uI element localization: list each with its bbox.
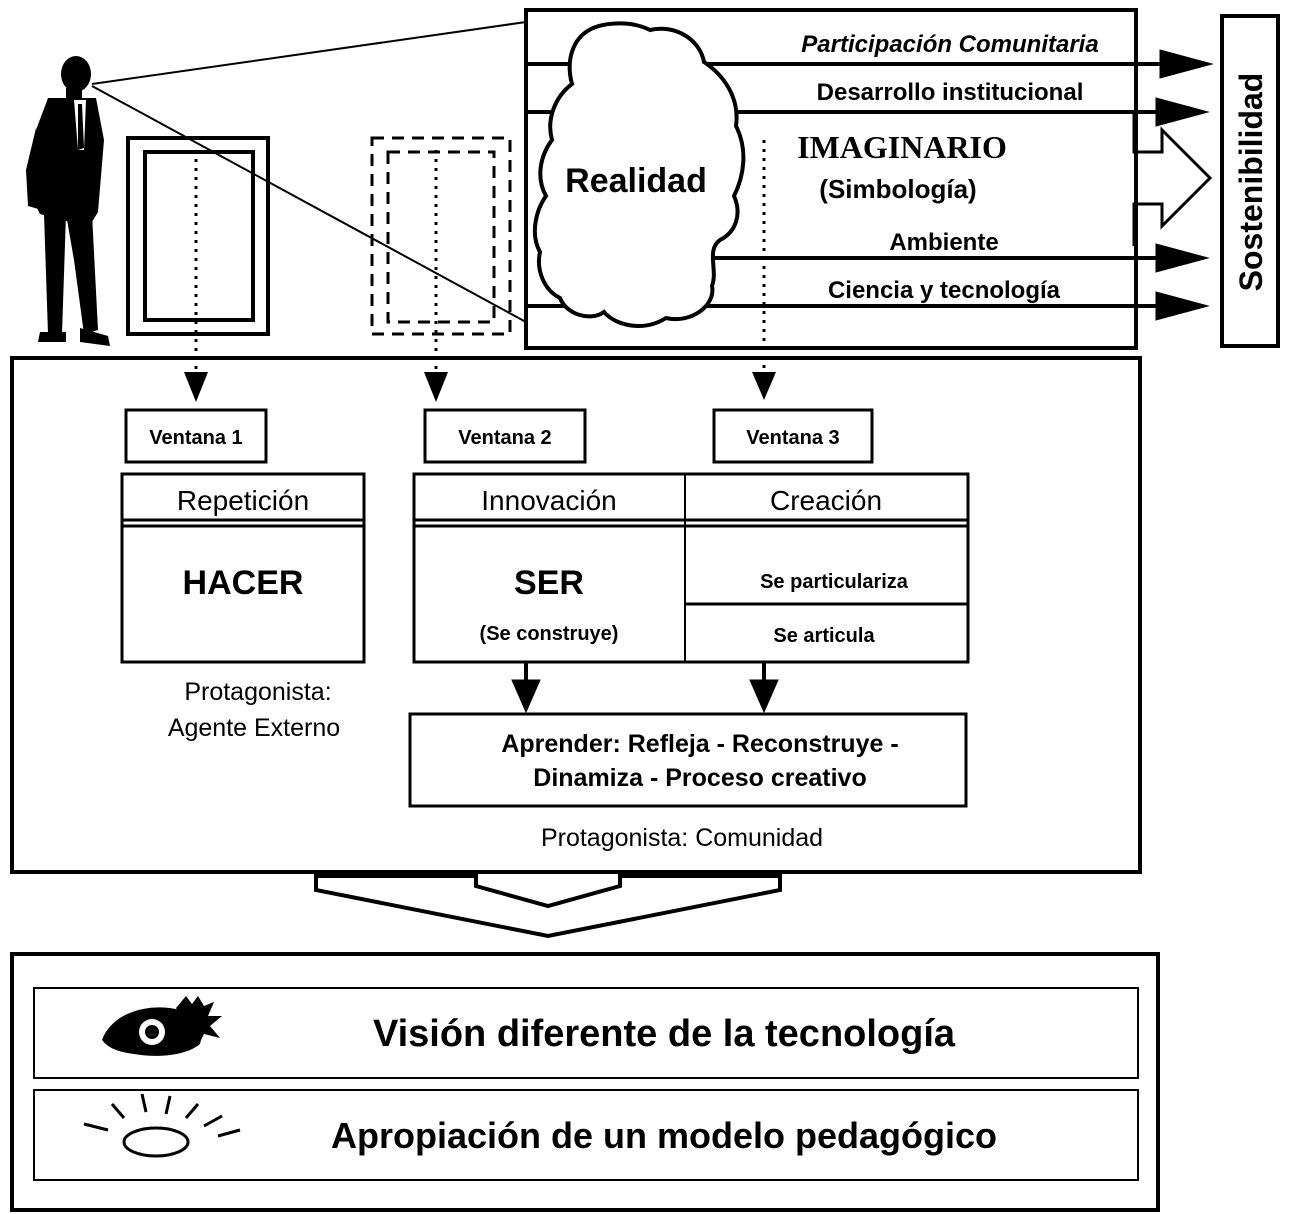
- stream-ciencia: Ciencia y tecnología: [828, 277, 1061, 304]
- hacer-label: HACER: [183, 564, 304, 602]
- repeticion-title: Repetición: [177, 485, 309, 516]
- sight-line-top: [91, 21, 527, 85]
- ventana-2-box: [423, 408, 587, 464]
- ventana-3-label: Ventana 3: [746, 427, 839, 449]
- outcome-2-label: Apropiación de un modelo pedagógico: [331, 1115, 997, 1156]
- light-bulb-icon: [83, 1093, 241, 1158]
- aprender-box: [408, 712, 968, 808]
- ventana-1-box: [124, 408, 268, 464]
- aprender-line2: Dinamiza - Proceso creativo: [533, 764, 866, 792]
- imaginario-label: IMAGINARIO: [797, 129, 1007, 165]
- eye-hand-icon: [102, 996, 222, 1056]
- stream-participacion: Participación Comunitaria: [801, 31, 1098, 58]
- protagonista-externo-line2: Agente Externo: [168, 714, 340, 742]
- windows-panel: [10, 356, 1142, 874]
- arrow-down-icon: [424, 372, 448, 402]
- sostenibilidad-box: [1220, 14, 1280, 348]
- arrows-to-aprender: [511, 662, 779, 714]
- outcome-1-label: Visión diferente de la tecnología: [373, 1013, 956, 1055]
- sostenibilidad-arrow-icon: [1132, 112, 1213, 246]
- realidad-label: Realidad: [565, 162, 707, 200]
- stream-desarrollo: Desarrollo institucional: [817, 79, 1084, 106]
- protagonista-externo-line1: Protagonista:: [184, 678, 331, 706]
- sostenibilidad-label: Sostenibilidad: [1233, 73, 1269, 292]
- se-construye-label: (Se construye): [480, 623, 619, 645]
- ventana-3-box: [712, 408, 874, 464]
- realidad-blob: [532, 21, 746, 328]
- sight-line-bottom: [91, 85, 527, 323]
- window-frame-2: [370, 136, 512, 336]
- arrow-down-icon: [752, 372, 776, 400]
- se-articula-label: Se articula: [773, 625, 875, 647]
- innovacion-title: Innovación: [481, 485, 616, 516]
- reality-panel: [524, 8, 1138, 350]
- protagonista-comunidad: Protagonista: Comunidad: [541, 824, 823, 852]
- ventana-2-label: Ventana 2: [458, 427, 551, 449]
- repeticion-box: [120, 472, 366, 664]
- innovacion-creacion-box: [412, 472, 970, 664]
- simbologia-label: (Simbología): [819, 174, 976, 204]
- stream-ambiente: Ambiente: [889, 229, 998, 256]
- window-frame-1: [126, 136, 270, 336]
- aprender-line1: Aprender: Refleja - Reconstruye -: [501, 730, 898, 758]
- arrow-down-icon: [184, 372, 208, 402]
- outcomes-panel: [10, 952, 1160, 1212]
- ventana-1-label: Ventana 1: [149, 427, 242, 449]
- person-silhouette-icon: [26, 56, 110, 346]
- se-particulariza-label: Se particulariza: [760, 571, 909, 593]
- creacion-title: Creación: [770, 485, 882, 516]
- funnel-arrow-icon: [314, 874, 782, 939]
- ser-label: SER: [514, 564, 584, 602]
- outcome-1-box: [33, 987, 1139, 1079]
